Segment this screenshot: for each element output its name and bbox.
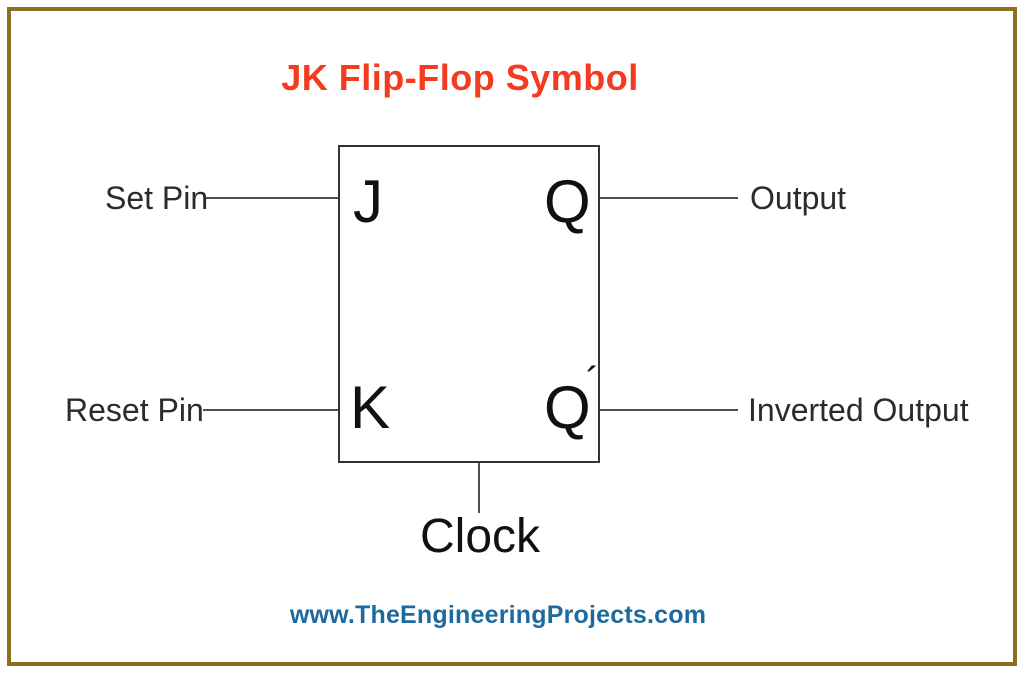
pin-label-q: Q bbox=[544, 168, 591, 235]
pin-label-q-inverted-prime-mark: ´ bbox=[586, 360, 600, 404]
output-wire bbox=[600, 197, 738, 199]
pin-label-q-inverted-base: Q bbox=[544, 374, 591, 441]
clock-label: Clock bbox=[419, 510, 541, 563]
set-pin-wire bbox=[205, 197, 338, 199]
website-watermark: www.TheEngineeringProjects.com bbox=[289, 601, 707, 629]
output-label: Output bbox=[750, 180, 847, 216]
diagram-title: JK Flip-Flop Symbol bbox=[281, 57, 639, 98]
reset-pin-label: Reset Pin bbox=[65, 392, 204, 428]
clock-wire bbox=[478, 463, 480, 513]
flipflop-box bbox=[338, 145, 600, 463]
reset-pin-wire bbox=[203, 409, 338, 411]
pin-label-k: K bbox=[350, 374, 391, 441]
pin-label-q-inverted: Q ´ bbox=[544, 362, 599, 438]
inverted-output-wire bbox=[600, 409, 738, 411]
pin-label-j: J bbox=[353, 168, 383, 235]
set-pin-label: Set Pin bbox=[105, 180, 209, 216]
inverted-output-label: Inverted Output bbox=[748, 392, 969, 428]
